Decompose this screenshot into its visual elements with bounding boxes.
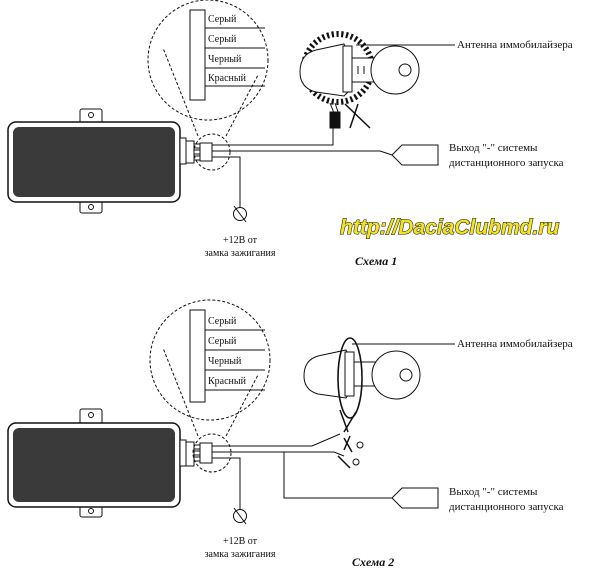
scheme-caption-2: Схема 2: [352, 555, 394, 569]
ignition-label-1-line1: +12В от: [223, 235, 258, 246]
wire-label-1-2: Серый: [208, 34, 237, 45]
wire-label-1-3: Черный: [208, 54, 242, 65]
wire-label-1-4: Красный: [208, 73, 247, 84]
wire-label-2-1: Серый: [208, 316, 237, 327]
wire-label-2-3: Черный: [208, 356, 242, 367]
output-label-1-line2: дистанционного запуска: [449, 157, 564, 169]
wire-label-2-2: Серый: [208, 336, 237, 347]
wire-cut-marks-2: [337, 435, 364, 469]
immobilizer-module-1: [7, 108, 187, 214]
scheme-2: [7, 299, 455, 525]
output-flag-1: [391, 144, 439, 166]
connector-2: [185, 433, 232, 473]
ignition-label-2-line1: +12В от: [223, 536, 258, 547]
immobilizer-module-2: [7, 408, 187, 518]
harness-wires-1: [212, 128, 393, 208]
connector-1: [185, 133, 231, 171]
output-label-2-line1: Выход "-" системы: [449, 486, 538, 498]
zoom-callout-1: [147, 0, 269, 137]
ignition-label-2-line2: замка зажигания: [205, 549, 276, 560]
antenna-label-1: Антенна иммобилайзера: [457, 39, 573, 51]
output-label-2-line2: дистанционного запуска: [449, 501, 564, 513]
harness-wires-2: [212, 433, 392, 510]
wire-label-1-1: Серый: [208, 14, 237, 25]
immobilizer-antenna-2: [303, 337, 421, 433]
output-label-1-line1: Выход "-" системы: [449, 142, 538, 154]
connector-zoom-circle-1: [193, 133, 231, 171]
scheme-caption-1: Схема 1: [355, 254, 397, 268]
ignition-terminal-2: [233, 507, 247, 525]
immobilizer-antenna-1: [299, 31, 420, 129]
zoom-callout-2: [149, 299, 271, 437]
ignition-label-1-line2: замка зажигания: [205, 248, 276, 259]
connector-zoom-circle-2: [192, 433, 232, 473]
wire-label-2-4: Красный: [208, 376, 247, 387]
scheme-1: [7, 0, 455, 223]
watermark-url: http://DaciaClubmd.ru: [340, 216, 560, 239]
output-flag-2: [391, 487, 439, 509]
antenna-label-2: Антенна иммобилайзера: [457, 338, 573, 350]
ignition-terminal-1: [233, 205, 247, 223]
